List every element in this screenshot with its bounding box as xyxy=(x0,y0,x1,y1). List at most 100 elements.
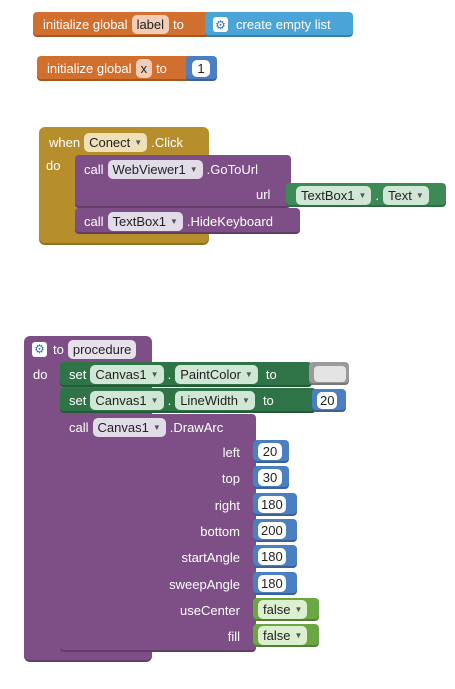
dot-separator: . xyxy=(167,393,172,408)
property-dropdown[interactable]: PaintColor▼ xyxy=(175,365,258,384)
procedure-header: ⚙ to procedure xyxy=(32,339,137,359)
number-block[interactable]: 180 xyxy=(253,493,297,516)
dropdown-arrow-icon: ▼ xyxy=(358,190,367,200)
number-block[interactable]: 20 xyxy=(253,440,289,463)
set-text: set xyxy=(69,393,87,408)
component-name: Canvas1 xyxy=(95,367,147,382)
boolean-dropdown[interactable]: false▼ xyxy=(258,626,308,645)
to-text: to xyxy=(262,393,274,408)
dropdown-arrow-icon: ▼ xyxy=(294,631,303,640)
boolean-block[interactable]: false▼ xyxy=(253,624,319,647)
number-field[interactable]: 1 xyxy=(192,60,210,77)
param-label-6: useCenter xyxy=(180,603,240,618)
property-name: PaintColor xyxy=(180,367,241,382)
init-global-label-block[interactable]: initialize global label to xyxy=(33,12,211,37)
dropdown-arrow-icon: ▼ xyxy=(294,605,303,614)
component-name: WebViewer1 xyxy=(112,161,186,177)
call-text: call xyxy=(69,419,89,435)
property-name: LineWidth xyxy=(180,393,239,408)
init-global-x-block[interactable]: initialize global x to xyxy=(37,56,192,81)
dropdown-arrow-icon: ▼ xyxy=(150,370,159,379)
variable-name-field[interactable]: label xyxy=(131,15,170,34)
component-name: Conect xyxy=(89,134,131,150)
component-name: Canvas1 xyxy=(95,393,147,408)
textbox-text-getter-block[interactable]: TextBox1▼ . Text▼ xyxy=(286,183,446,207)
event-header: when Conect▼ .Click xyxy=(45,132,187,152)
component-dropdown[interactable]: TextBox1 ▼ xyxy=(107,211,183,231)
variable-name-field[interactable]: x xyxy=(135,59,153,78)
to-text: to xyxy=(173,17,184,32)
component-dropdown[interactable]: Conect▼ xyxy=(84,132,148,152)
dropdown-arrow-icon: ▼ xyxy=(134,137,143,147)
component-dropdown[interactable]: Canvas1▼ xyxy=(92,417,166,437)
drawarc-header: call Canvas1▼ .DrawArc xyxy=(65,417,227,437)
set-text: set xyxy=(69,367,87,382)
component-name: Canvas1 xyxy=(97,419,149,435)
param-label-3: bottom xyxy=(200,524,240,539)
method-name: .HideKeyboard xyxy=(186,213,273,229)
number-block[interactable]: 1 xyxy=(186,56,217,81)
color-swatch[interactable] xyxy=(314,365,346,382)
component-dropdown[interactable]: TextBox1▼ xyxy=(296,185,372,205)
number-field[interactable]: 180 xyxy=(258,575,286,592)
to-text: to xyxy=(265,367,277,382)
dropdown-arrow-icon: ▼ xyxy=(150,396,159,405)
number-field[interactable]: 180 xyxy=(258,496,286,513)
initialize-global-text: initialize global xyxy=(43,17,128,32)
call-canvas-drawarc-block[interactable] xyxy=(60,414,256,652)
gear-icon[interactable]: ⚙ xyxy=(213,17,228,32)
call-text: call xyxy=(84,161,104,177)
dropdown-arrow-icon: ▼ xyxy=(170,216,178,226)
initialize-global-text: initialize global xyxy=(47,61,132,76)
number-field[interactable]: 20 xyxy=(317,392,338,409)
url-param-label: url xyxy=(256,187,271,202)
do-label: do xyxy=(33,367,48,382)
number-block[interactable]: 200 xyxy=(253,519,297,542)
method-name: .DrawArc xyxy=(169,419,224,435)
when-text: when xyxy=(49,134,81,150)
call-textbox-hidekeyboard-block[interactable]: call TextBox1 ▼ .HideKeyboard xyxy=(75,208,300,234)
param-label-4: startAngle xyxy=(181,550,240,565)
to-text: to xyxy=(156,61,167,76)
boolean-value: false xyxy=(263,628,291,643)
number-field[interactable]: 30 xyxy=(258,469,282,486)
gotourl-header: call WebViewer1▼ .GoToUrl xyxy=(80,159,262,179)
param-label-7: fill xyxy=(227,629,240,644)
boolean-block[interactable]: false▼ xyxy=(253,598,319,621)
boolean-value: false xyxy=(263,602,291,617)
number-field[interactable]: 20 xyxy=(258,443,282,460)
param-label-5: sweepAngle xyxy=(169,577,240,592)
create-empty-list-text: create empty list xyxy=(236,17,331,32)
number-block[interactable]: 180 xyxy=(253,572,297,595)
number-field[interactable]: 180 xyxy=(258,548,286,565)
number-block[interactable]: 180 xyxy=(253,545,297,568)
number-block[interactable]: 30 xyxy=(253,466,289,489)
dropdown-arrow-icon: ▼ xyxy=(242,396,250,405)
do-label: do xyxy=(46,158,61,173)
property-dropdown[interactable]: LineWidth▼ xyxy=(175,391,255,410)
call-text: call xyxy=(84,213,104,229)
component-dropdown[interactable]: Canvas1▼ xyxy=(90,391,164,410)
property-dropdown[interactable]: Text▼ xyxy=(383,185,429,205)
to-text: to xyxy=(53,341,64,357)
create-empty-list-block[interactable]: ⚙ create empty list xyxy=(205,12,353,37)
number-block[interactable]: 20 xyxy=(312,389,346,412)
param-label-2: right xyxy=(214,498,240,513)
component-name: TextBox1 xyxy=(112,213,166,229)
component-name: TextBox1 xyxy=(301,187,355,203)
param-label-1: top xyxy=(221,471,240,486)
set-canvas-linewidth-block[interactable]: set Canvas1▼ . LineWidth▼ to xyxy=(60,388,316,413)
component-dropdown[interactable]: WebViewer1▼ xyxy=(107,159,203,179)
set-canvas-paintcolor-block[interactable]: set Canvas1▼ . PaintColor▼ to xyxy=(60,362,312,387)
boolean-dropdown[interactable]: false▼ xyxy=(258,600,308,619)
color-block[interactable] xyxy=(309,362,349,385)
property-name: Text xyxy=(388,187,412,203)
method-name: .GoToUrl xyxy=(206,161,258,177)
gear-icon[interactable]: ⚙ xyxy=(32,341,47,357)
dropdown-arrow-icon: ▼ xyxy=(244,370,253,379)
dropdown-arrow-icon: ▼ xyxy=(152,422,161,432)
procedure-name-field[interactable]: procedure xyxy=(67,339,137,359)
component-dropdown[interactable]: Canvas1▼ xyxy=(90,365,164,384)
number-field[interactable]: 200 xyxy=(258,522,286,539)
dot-separator: . xyxy=(167,367,172,382)
